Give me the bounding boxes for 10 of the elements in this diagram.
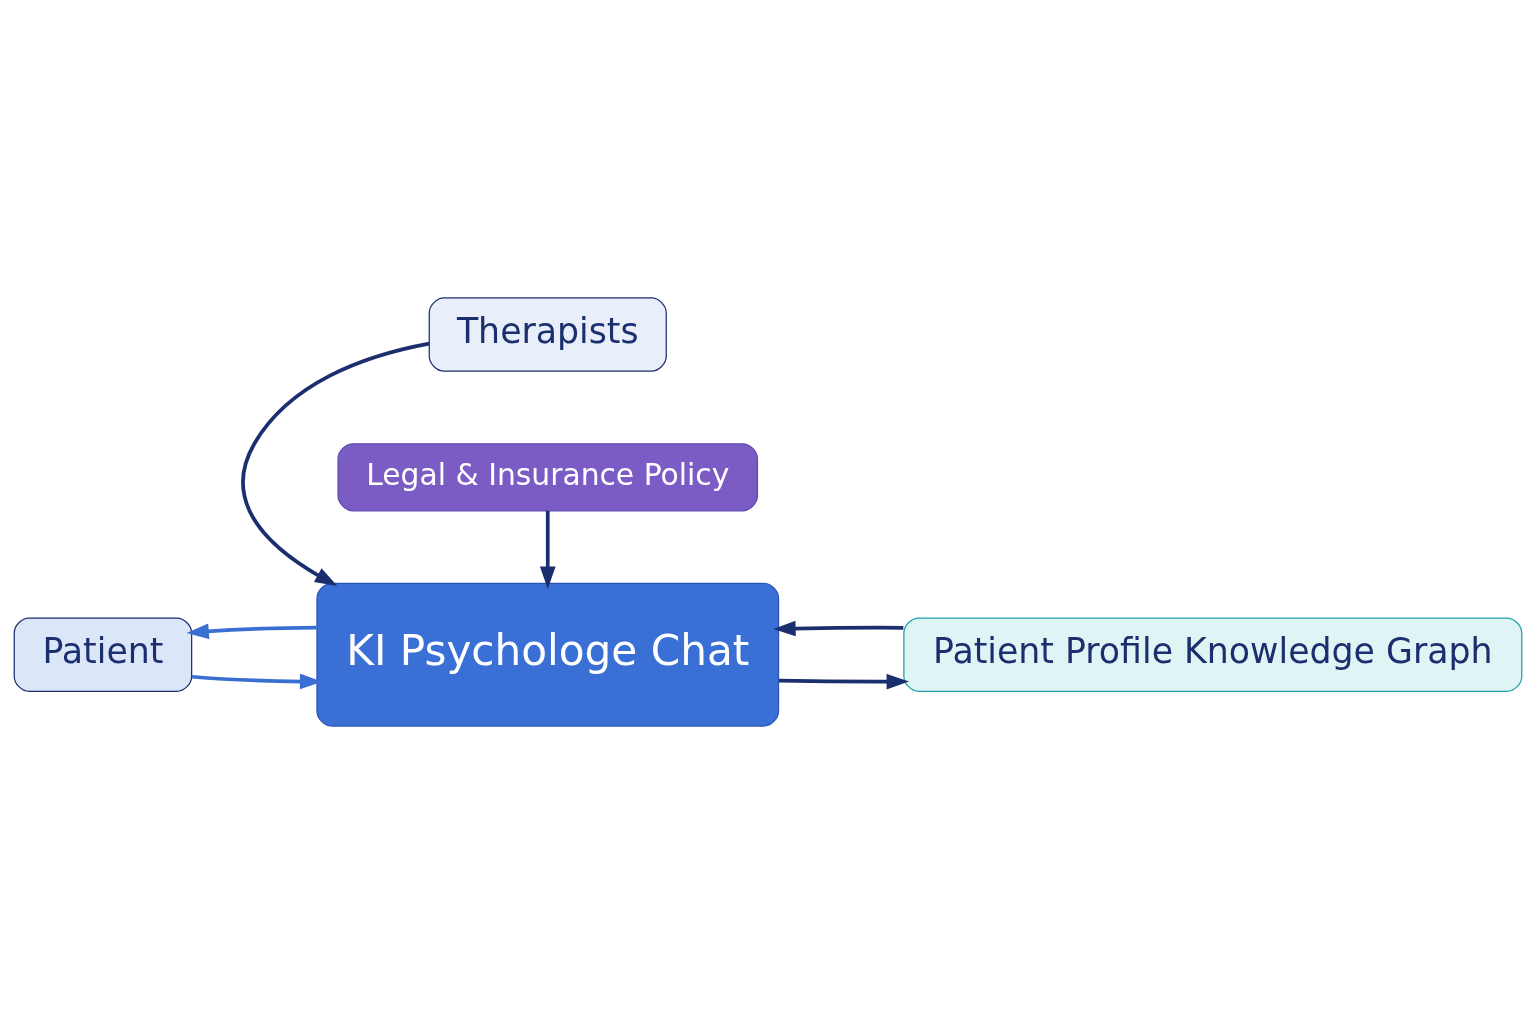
arrow — [773, 620, 904, 637]
node-box: Therapists — [428, 297, 667, 372]
node-box: Patient — [13, 617, 193, 692]
node-box: KI Psychologe Chat — [316, 582, 780, 727]
arrow — [778, 673, 909, 690]
arrow — [186, 623, 317, 640]
node-box: Patient Profile Knowledge Graph — [903, 617, 1523, 692]
node-box: Legal & Insurance Policy — [337, 443, 759, 512]
arrow — [241, 341, 430, 586]
arrow — [539, 510, 556, 589]
